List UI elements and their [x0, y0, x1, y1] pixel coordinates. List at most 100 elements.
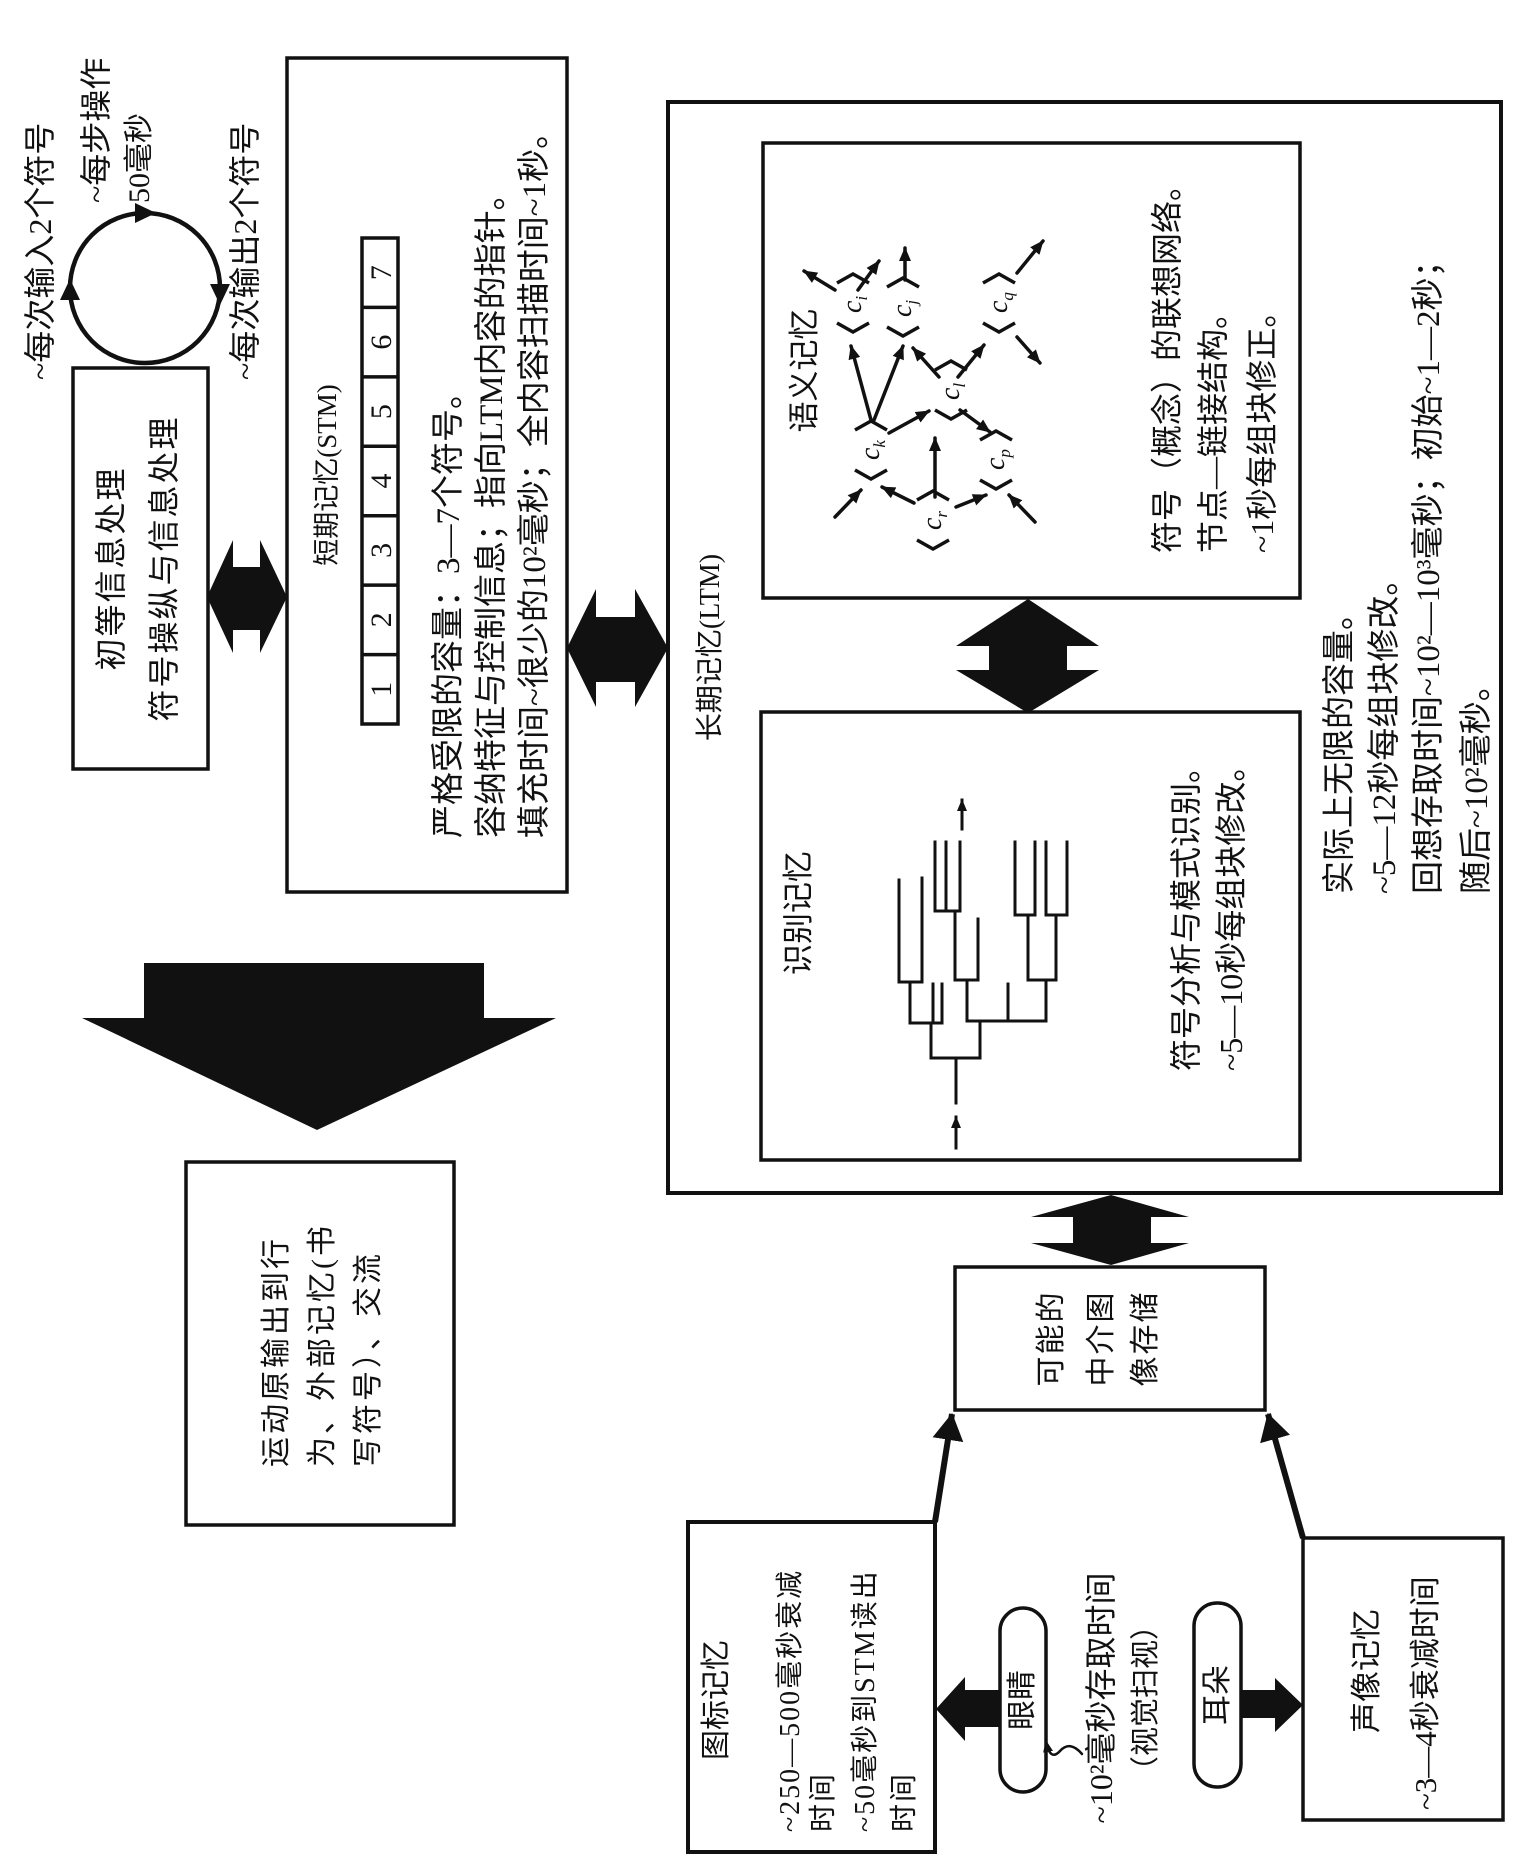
- semantic-memory-box: [761, 141, 1302, 600]
- semantic-network: ci cj cq cl ck: [802, 239, 1045, 552]
- loop-arrowhead-icon: [135, 203, 156, 223]
- node-bracket-left: [982, 321, 1016, 335]
- stm-slot-number: 7: [365, 265, 398, 280]
- loop-arrowhead-icon: [60, 279, 80, 300]
- network-link-arrow: [954, 493, 988, 509]
- stm-slot-number: 3: [365, 543, 398, 558]
- network-link-arrow: [887, 409, 931, 435]
- ltm-title: 长期记忆(LTM): [695, 553, 726, 742]
- semantic-memory-desc-line: 节点—链接结构。: [1195, 296, 1231, 553]
- echoic-to-intermediate-arrow: [1260, 1413, 1306, 1539]
- stm-title: 短期记忆(STM): [312, 384, 342, 566]
- node-bracket-right: [916, 488, 950, 502]
- tree-branch: [933, 840, 1048, 1060]
- network-link-arrow: [1007, 493, 1037, 524]
- iconic-memory-line: ~250—500毫秒衰减: [775, 1568, 806, 1832]
- stm-slot-number: 4: [365, 474, 398, 489]
- network-link-arrow: [1015, 335, 1042, 365]
- node-bracket-left: [836, 321, 870, 335]
- node-bracket-left: [979, 478, 1013, 492]
- concept-node-cp: cp: [979, 428, 1014, 492]
- concept-node-cj: cj: [886, 275, 921, 339]
- semantic-memory-title: 语义记忆: [787, 308, 822, 433]
- node-bracket-left: [934, 408, 968, 422]
- echoic-memory-line: ~3—4秒衰减时间: [1408, 1576, 1443, 1810]
- intermediate-store-line: 可能的: [1035, 1290, 1068, 1387]
- ltm-intermediate-double-arrow: [1031, 1195, 1189, 1265]
- loop-arrowhead-icon: [210, 284, 230, 305]
- node-label: cq: [983, 292, 1017, 313]
- loop-circle: [67, 210, 223, 366]
- ear-to-echoic-arrow: [1241, 1678, 1303, 1732]
- node-label: cr: [917, 511, 951, 530]
- eye-label: 眼睛: [1006, 1670, 1039, 1730]
- loop-input-label: ~每次输入2个符号: [22, 122, 58, 380]
- eye-to-iconic-arrow: [936, 1677, 1000, 1741]
- intermediate-store-line: 中介图: [1085, 1290, 1118, 1387]
- stm-slot-row: [360, 236, 400, 726]
- recognition-memory-title: 识别记忆: [781, 851, 816, 975]
- network-link-arrow: [958, 408, 992, 434]
- iconic-memory-line: 时间: [808, 1771, 839, 1832]
- node-bracket-right: [934, 358, 968, 372]
- node-bracket-left: [916, 538, 950, 552]
- stm-box: [285, 56, 569, 894]
- motor-output-line: 运动原输出到行: [260, 1236, 293, 1467]
- ltm-desc-line: ~5—12秒每组块修改。: [1367, 562, 1403, 894]
- iconic-to-intermediate-arrow: [932, 1413, 964, 1523]
- stm-slots: 1 2 3 4 5 6 7: [360, 236, 400, 726]
- node-bracket-right: [836, 271, 870, 285]
- semantic-memory-desc-line: 符号（概念）的联想网络。: [1149, 168, 1185, 553]
- stm-slot-number: 5: [365, 404, 398, 419]
- node-label: cp: [980, 449, 1014, 470]
- node-label: ck: [855, 440, 889, 460]
- recognition-memory-desc-line: ~5—10秒每组块修改。: [1213, 749, 1249, 1071]
- intermediate-image-store-box: [953, 1265, 1267, 1412]
- loop-step-time: 50毫秒: [123, 113, 156, 203]
- motor-output-arrow: [82, 963, 556, 1130]
- processor-stm-double-arrow: [207, 540, 287, 653]
- node-label: cj: [887, 300, 921, 317]
- scan-pointer-icon: [1043, 1739, 1084, 1756]
- loop-step-label: ~每步操作: [78, 57, 114, 203]
- concept-node-cl: cl: [934, 358, 969, 422]
- concept-node-cr: cr: [916, 488, 951, 552]
- stm-desc-line: 填充时间~很少的10²毫秒；全内容扫描时间~1秒。: [517, 115, 553, 838]
- stm-slot-number: 6: [365, 335, 398, 350]
- motor-output-line: 为、外部记忆(书: [306, 1223, 339, 1467]
- echoic-memory-title: 声像记忆: [1349, 1609, 1384, 1733]
- intermediate-store-line: 像存储: [1129, 1290, 1162, 1387]
- motor-output-line: 写符号）、交流: [352, 1251, 385, 1467]
- stm-desc-line: 容纳特征与控制信息；指向LTM内容的指针。: [474, 177, 510, 838]
- iconic-memory-line: 时间: [889, 1771, 920, 1832]
- processing-loop: [60, 203, 230, 366]
- processor-subtitle: 符号操纵与信息处理: [146, 415, 182, 722]
- semantic-memory-desc-line: ~1秒每组块修正。: [1244, 295, 1280, 553]
- processor-title: 初等信息处理: [93, 466, 129, 671]
- tree-root-branch: [929, 1056, 982, 1105]
- network-link-arrow: [833, 488, 863, 519]
- processor-box: [71, 366, 210, 771]
- ltm-desc-line: 实际上无限的容量。: [1322, 597, 1358, 894]
- network-link-arrow: [911, 346, 941, 379]
- node-bracket-right: [979, 428, 1013, 442]
- stm-ltm-double-arrow: [567, 589, 668, 707]
- network-link-arrow: [872, 344, 905, 422]
- stm-slot-number: 1: [365, 682, 398, 697]
- echoic-memory-box: [1301, 1536, 1505, 1822]
- scan-note-line: ~10²毫秒存取时间: [1083, 1572, 1119, 1824]
- recognition-memory-box: [759, 710, 1302, 1162]
- node-bracket-left: [854, 468, 888, 482]
- recognition-semantic-double-arrow: [956, 599, 1099, 713]
- concept-node-ck: ck: [854, 418, 889, 482]
- network-link-arrow: [1015, 239, 1045, 275]
- stm-desc-line: 严格受限的容量：3—7个符号。: [431, 376, 467, 838]
- network-link-arrow: [856, 259, 881, 292]
- network-link-arrow: [802, 269, 837, 292]
- network-link-arrow: [880, 485, 916, 505]
- network-link-arrow: [848, 344, 873, 422]
- recognition-memory-desc-line: 符号分析与模式识别。: [1168, 750, 1204, 1071]
- tree-branch: [897, 876, 944, 1060]
